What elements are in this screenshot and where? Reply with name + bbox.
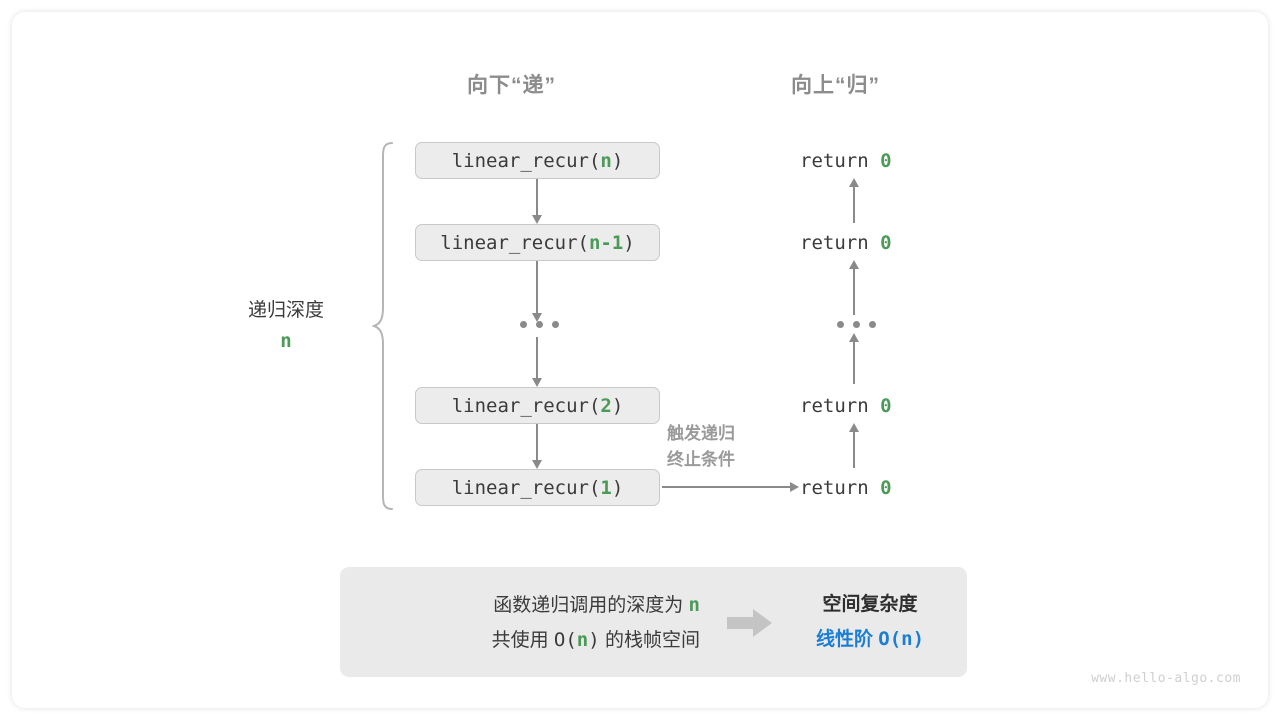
complexity-summary-panel: 函数递归调用的深度为 n 共使用 O(n) 的栈帧空间 空间复杂度 线性阶 O(…	[340, 567, 967, 677]
summary-line2-text: 共使用	[491, 630, 549, 651]
return-value: 0	[880, 477, 892, 499]
descend-arrow-2	[532, 261, 542, 322]
summary-line1-text: 函数递归调用的深度为	[493, 595, 684, 616]
summary-result-title: 空间复杂度	[822, 594, 918, 615]
summary-line1-value: n	[688, 594, 700, 616]
summary-result: 空间复杂度 线性阶 O(n)	[790, 588, 950, 657]
call-frame-box[interactable]: linear_recur(1)	[415, 469, 660, 506]
return-value: 0	[880, 395, 892, 417]
summary-description-line2: 共使用 O(n) 的栈帧空间	[380, 623, 700, 658]
ascend-arrow-1	[849, 178, 859, 223]
return-keyword: return	[800, 150, 869, 172]
return-statement: return 0	[800, 232, 892, 254]
recursion-depth-brace	[372, 142, 393, 510]
call-frame-text-suffix: )	[623, 231, 635, 254]
ascend-arrow-3	[849, 333, 859, 384]
call-frame-arg: n-1	[588, 231, 624, 254]
return-statement: return 0	[800, 477, 892, 499]
dot	[837, 321, 844, 328]
column-header-ascend: 向上“归”	[791, 74, 880, 97]
call-frame-text-suffix: )	[611, 476, 624, 499]
summary-result-order: 线性阶	[815, 629, 873, 650]
summary-result-expr: O(n)	[878, 628, 925, 650]
right-block-arrow-icon	[727, 609, 772, 637]
descend-arrow-1	[532, 179, 542, 224]
summary-line2-bigo-close: )	[588, 629, 600, 651]
call-frame-text-prefix: linear_recur(	[451, 394, 601, 417]
summary-description-line1: 函数递归调用的深度为 n	[380, 588, 700, 623]
descend-arrow-3	[532, 337, 542, 387]
return-keyword: return	[800, 232, 869, 254]
call-frame-arg: 1	[600, 476, 612, 499]
call-frame-text-prefix: linear_recur(	[451, 149, 601, 172]
call-frame-text-prefix: linear_recur(	[440, 231, 589, 254]
dot	[853, 321, 860, 328]
base-case-note-line2: 终止条件	[667, 450, 735, 469]
dot	[552, 321, 559, 328]
return-keyword: return	[800, 395, 869, 417]
call-frame-arg: n	[600, 149, 612, 172]
descend-ellipsis	[520, 321, 559, 328]
recursion-depth-label: 递归深度	[247, 300, 324, 321]
summary-line2-value: n	[576, 629, 589, 651]
summary-result-value: 线性阶 O(n)	[790, 622, 950, 657]
summary-line2-bigo-open: O(	[553, 629, 577, 651]
return-statement: return 0	[800, 395, 892, 417]
call-frame-box[interactable]: linear_recur(n)	[415, 142, 660, 179]
return-value: 0	[880, 150, 892, 172]
return-statement: return 0	[800, 150, 892, 172]
diagram-card: 向下“递” 向上“归” 递归深度 n linear_recur(n) linea…	[12, 12, 1268, 708]
summary-description: 函数递归调用的深度为 n 共使用 O(n) 的栈帧空间	[380, 588, 700, 658]
base-case-note-line1: 触发递归	[667, 424, 735, 443]
dot	[536, 321, 543, 328]
call-frame-arg: 2	[600, 394, 612, 417]
ascend-ellipsis	[837, 321, 876, 328]
call-frame-text-suffix: )	[611, 149, 624, 172]
call-frame-box[interactable]: linear_recur(n-1)	[415, 224, 660, 261]
column-header-descend: 向下“递”	[467, 74, 556, 97]
call-frame-text-prefix: linear_recur(	[451, 476, 601, 499]
dot	[520, 321, 527, 328]
return-value: 0	[880, 232, 892, 254]
recursion-depth-value: n	[280, 330, 292, 352]
summary-line2-text-tail: 的栈帧空间	[604, 630, 700, 651]
base-case-note: 触发递归 终止条件	[667, 421, 787, 473]
call-frame-text-suffix: )	[611, 394, 624, 417]
watermark: www.hello-algo.com	[1091, 671, 1241, 686]
dot	[869, 321, 876, 328]
ascend-arrow-2	[849, 260, 859, 315]
base-case-arrow	[662, 482, 799, 492]
return-keyword: return	[800, 477, 869, 499]
descend-arrow-4	[532, 424, 542, 469]
ascend-arrow-4	[849, 423, 859, 468]
call-frame-box[interactable]: linear_recur(2)	[415, 387, 660, 424]
